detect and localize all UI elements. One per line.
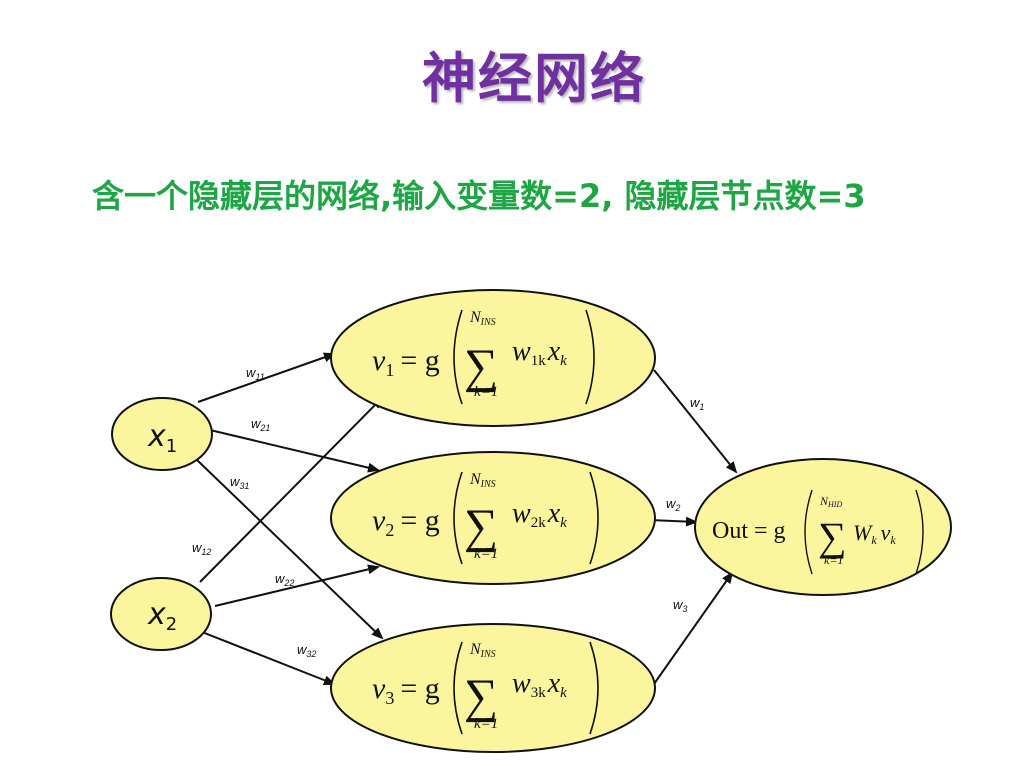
weight-label-w3: w3: [673, 597, 687, 614]
weight-label-w21: w21: [251, 416, 270, 433]
output-node-upper: NHID: [819, 494, 842, 509]
hidden-node-v1: v1= g ∑ NINS k=1 w1kxk: [330, 289, 656, 427]
hidden-node-v3-left-paren: [453, 641, 463, 735]
output-node-shape: [694, 458, 952, 596]
hidden-node-v1-lhs: v1= g: [372, 344, 440, 380]
input-node-x1: x1: [111, 397, 213, 471]
input-node-x2: x2: [110, 577, 212, 651]
output-node-lower: k=1: [824, 553, 843, 567]
weight-label-w22: w22: [275, 571, 294, 588]
hidden-node-v3: v3= g ∑ NINS k=1 w3kxk: [330, 623, 656, 753]
hidden-node-v1-sigma: ∑: [464, 340, 498, 393]
weight-label-w1: w1: [690, 395, 704, 412]
edge-x2-v3: [201, 631, 336, 685]
weight-label-w11: w11: [246, 365, 265, 382]
hidden-node-v2: v2= g ∑ NINS k=1 w2kxk: [330, 451, 656, 585]
weight-label-w31: w31: [230, 474, 249, 491]
weight-label-w12: w12: [192, 540, 211, 557]
hidden-node-v2-shape: [330, 451, 656, 585]
output-node-sigma: ∑: [818, 514, 847, 559]
output-node-right-paren: [915, 489, 924, 575]
output-node-lhs: Out= g: [712, 518, 786, 544]
hidden-node-v2-sigma: ∑: [464, 500, 498, 553]
weight-labels: w11 w21 w31 w12 w22 w32 w1 w2: [192, 365, 704, 659]
input-node-x1-shape: [111, 397, 213, 471]
weight-label-w32: w32: [297, 642, 316, 659]
edges: [196, 352, 738, 685]
hidden-node-v1-upper: NINS: [469, 309, 496, 328]
edge-x1-v2: [209, 429, 380, 473]
edge-v2-out: [649, 516, 698, 527]
hidden-node-v2-upper: NINS: [469, 471, 496, 490]
hidden-node-v3-upper: NINS: [469, 641, 496, 660]
edge-x1-v3: [196, 459, 384, 640]
edge-v1-out: [653, 369, 738, 474]
input-node-x2-label: x2: [147, 597, 177, 635]
hidden-node-v1-right-paren: [585, 309, 595, 405]
hidden-node-v2-term: w2kxk: [512, 498, 567, 531]
edge-x2-v2: [214, 564, 380, 607]
hidden-node-v2-left-paren: [453, 471, 463, 565]
edge-x2-v1: [199, 396, 384, 583]
edge-v3-out: [653, 571, 734, 685]
input-node-x2-shape: [110, 577, 212, 651]
hidden-node-v2-right-paren: [589, 471, 599, 565]
hidden-node-v3-right-paren: [589, 641, 599, 735]
edge-x1-v1: [197, 352, 336, 403]
hidden-node-v3-sigma: ∑: [464, 670, 498, 723]
hidden-node-v3-term: w3kxk: [512, 668, 567, 701]
slide-title: 神经网络: [422, 47, 646, 110]
slide-subtitle: 含一个隐藏层的网络,输入变量数=2, 隐藏层节点数=3: [92, 177, 866, 215]
hidden-node-v1-shape: [330, 289, 656, 427]
output-node-left-paren: [804, 489, 813, 575]
hidden-node-v1-left-paren: [453, 309, 463, 405]
hidden-node-v2-lhs: v2= g: [372, 504, 440, 540]
hidden-node-v3-lhs: v3= g: [372, 672, 440, 708]
input-node-x1-label: x1: [147, 419, 177, 457]
hidden-node-v1-term: w1kxk: [512, 336, 567, 369]
hidden-node-v1-lower: k=1: [474, 384, 498, 400]
weight-label-w2: w2: [666, 496, 680, 513]
hidden-node-v2-lower: k=1: [474, 546, 498, 562]
hidden-node-v3-lower: k=1: [474, 716, 498, 732]
hidden-node-v3-shape: [330, 623, 656, 753]
